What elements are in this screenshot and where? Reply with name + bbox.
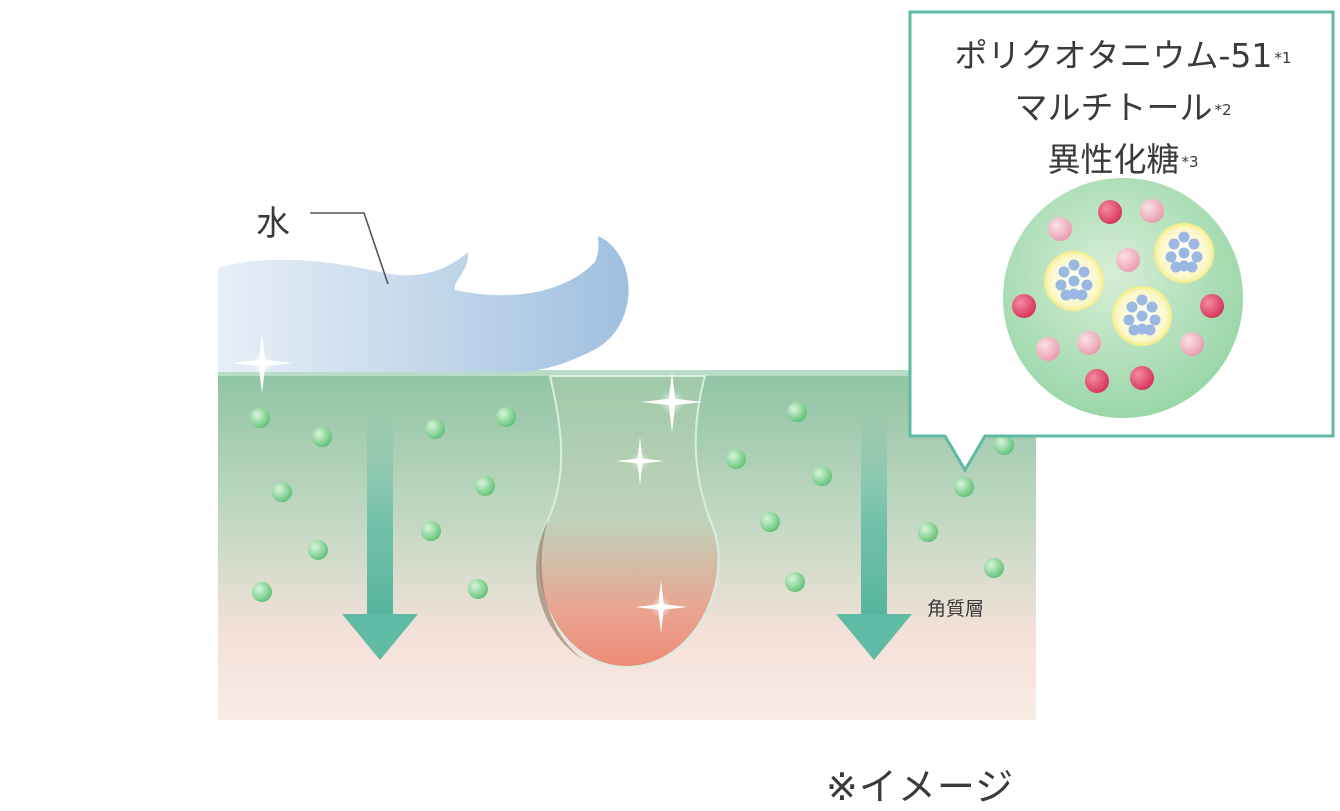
pink-particle [1077,331,1101,355]
moisture-bubble [272,482,292,502]
sparkle [641,371,703,433]
red-particle [1012,294,1036,318]
red-particle [1200,294,1224,318]
moisture-bubble [312,427,332,447]
moisture-bubble [954,477,974,497]
skin-layer-label: 角質層 [927,598,985,620]
moisture-bubble [308,540,328,560]
moisture-bubble [252,582,272,602]
pink-particle [1036,337,1060,361]
ingredient-line: ポリクオタニウム-51*1 [912,30,1334,82]
moisture-bubble [812,466,832,486]
sparkle [615,436,665,486]
moisture-bubbles [250,402,1014,602]
red-particle [1085,369,1109,393]
moisture-bubble [496,407,516,427]
moisture-bubble [984,558,1004,578]
down-arrow-left [342,420,418,660]
water-label: 水 [256,204,290,244]
footnote-mark: *2 [1214,101,1232,119]
water-leader-line [310,212,389,285]
sparkle [231,332,293,394]
moisture-bubble [468,579,488,599]
moisture-bubble [994,435,1014,455]
image-note: ※イメージ [826,765,1015,809]
callout-ingredient-list: ポリクオタニウム-51*1 マルチトール*2 異性化糖*3 [912,30,1334,186]
moisture-bubble [421,521,441,541]
red-particle [1098,200,1122,224]
moisture-bubble [785,572,805,592]
moisture-bubble [475,476,495,496]
ingredient-name: マルチトール [1014,88,1213,127]
polymer-cluster [1112,286,1172,346]
moisture-bubble [760,512,780,532]
ingredient-name: ポリクオタニウム-51 [954,36,1273,75]
ingredient-particles [1012,199,1224,393]
red-particle [1130,366,1154,390]
footnote-mark: *1 [1274,49,1292,67]
ingredient-name: 異性化糖 [1047,140,1180,179]
pink-particle [1180,332,1204,356]
sparkles [231,332,703,634]
ingredient-line: マルチトール*2 [912,82,1334,134]
pore [537,375,720,669]
ingredient-line: 異性化糖*3 [912,134,1334,186]
moisture-bubble [787,402,807,422]
pink-particle [1140,199,1164,223]
footnote-mark: *3 [1181,153,1199,171]
polymer-cluster [1044,251,1104,311]
pink-particle [1048,217,1072,241]
moisture-bubble [425,419,445,439]
polymer-cluster [1154,223,1214,283]
skin-surface-line [218,370,1036,376]
down-arrow-right [836,420,912,660]
moisture-bubble [726,449,746,469]
moisture-bubble [918,522,938,542]
moisture-bubble [250,408,270,428]
pink-particle [1116,248,1140,272]
sparkle [634,580,688,634]
water-film [218,236,629,372]
